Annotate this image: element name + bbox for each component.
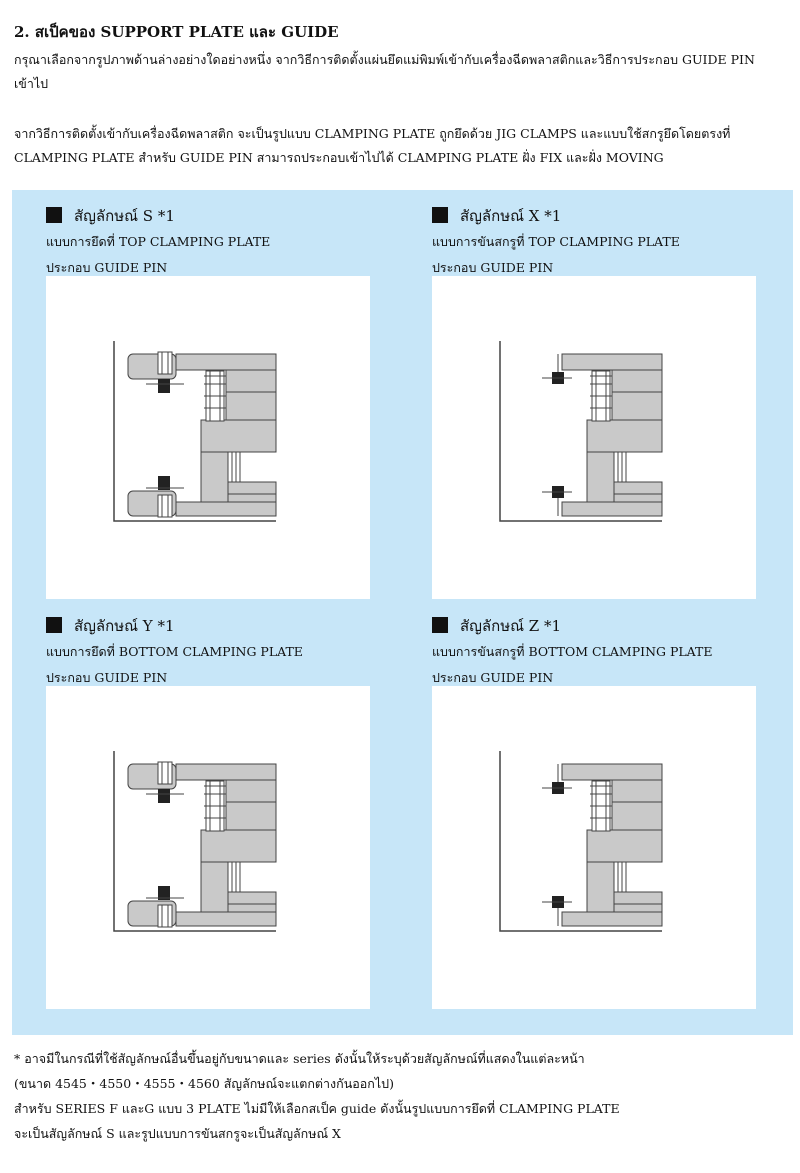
diagram-s [46,276,370,599]
option-line1: แบบการขันสกรูที่ BOTTOM CLAMPING PLATE [432,644,713,659]
square-bullet-icon [432,617,448,633]
options-panel: สัญลักษณ์ S *1 แบบการยึดที่ TOP CLAMPING… [12,190,793,1035]
footnote-line: จะเป็นสัญลักษณ์ S และรูปแบบการขันสกรูจะเ… [14,1126,341,1141]
footnote-line: สำหรับ SERIES F และG แบบ 3 PLATE ไม่มีให… [14,1101,620,1116]
mold-diagram [499,750,663,932]
option-title: สัญลักษณ์ Y *1 [74,617,175,635]
option-line2: ประกอบ GUIDE PIN [432,670,554,685]
option-title: สัญลักษณ์ Z *1 [460,617,562,635]
option-line2: ประกอบ GUIDE PIN [432,260,554,275]
intro-text: กรุณาเลือกจากรูปภาพด้านล่างอย่างใดอย่างห… [14,52,755,91]
footnote-line: * อาจมีในกรณีที่ใช้สัญลักษณ์อื่นขึ้นอยู่… [14,1051,585,1066]
footnote-line: (ขนาด 4545・4550・4555・4560 สัญลักษณ์จะแตก… [14,1076,394,1091]
option-line1: แบบการยึดที่ TOP CLAMPING PLATE [46,234,271,249]
square-bullet-icon [46,207,62,223]
option-title: สัญลักษณ์ X *1 [460,207,562,225]
option-title: สัญลักษณ์ S *1 [74,207,175,225]
diagram-z [432,686,756,1009]
option-line1: แบบการยึดที่ BOTTOM CLAMPING PLATE [46,644,303,659]
footnotes: * อาจมีในกรณีที่ใช้สัญลักษณ์อื่นขึ้นอยู่… [14,1046,789,1146]
section-heading: 2. สเป็คของ SUPPORT PLATE และ GUIDE [14,23,339,41]
mold-diagram [499,340,663,522]
square-bullet-icon [46,617,62,633]
option-line2: ประกอบ GUIDE PIN [46,670,168,685]
mold-diagram [113,750,277,932]
diagram-x [432,276,756,599]
description-text: จากวิธีการติดตั้งเข้ากับเครื่องฉีดพลาสติ… [14,126,731,165]
square-bullet-icon [432,207,448,223]
diagram-y [46,686,370,1009]
mold-diagram [113,340,277,522]
option-line1: แบบการขันสกรูที่ TOP CLAMPING PLATE [432,234,680,249]
option-line2: ประกอบ GUIDE PIN [46,260,168,275]
